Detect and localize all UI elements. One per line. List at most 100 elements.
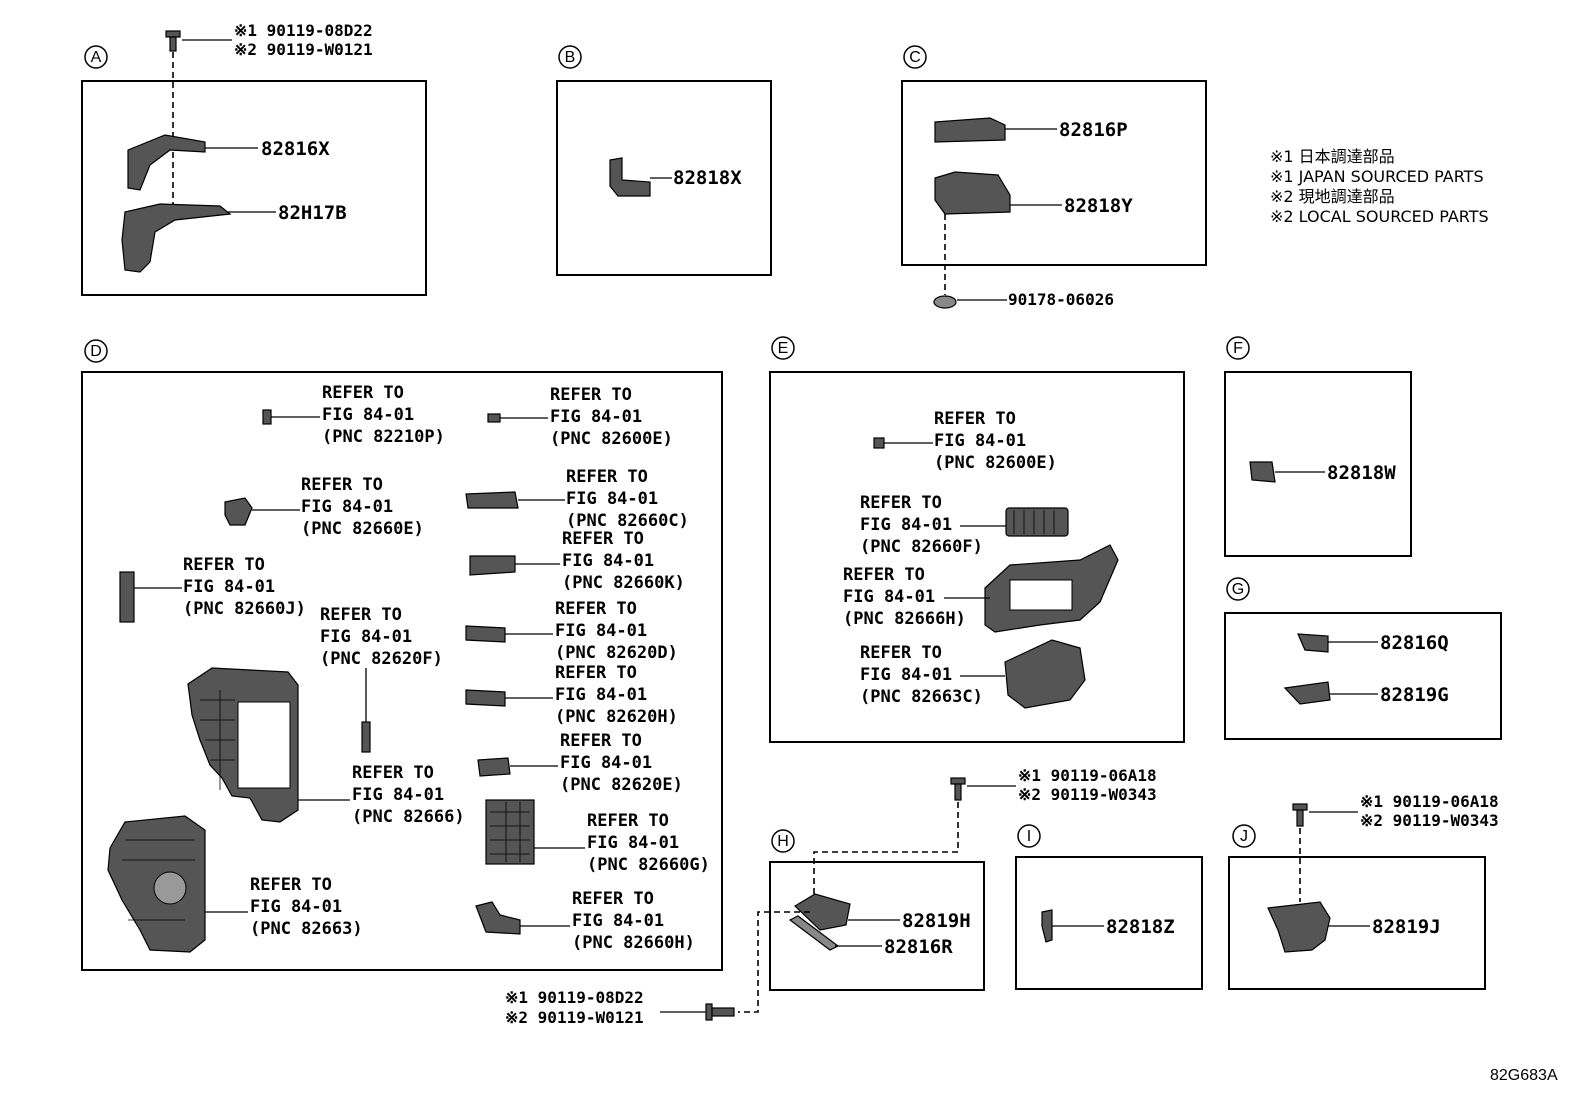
section-a-box [81, 80, 427, 296]
refer-line-1: REFER TO [550, 385, 632, 405]
connector-icon [465, 625, 506, 643]
section-g-marker [1226, 577, 1250, 601]
refer-line-1: REFER TO [934, 409, 1016, 429]
section-f: F 82818W [1224, 336, 1412, 557]
bracket-82819g-icon [1283, 681, 1331, 705]
refer-line-1: REFER TO [320, 605, 402, 625]
section-a-note-2: ※2 90119-W0121 [234, 40, 373, 59]
refer-line-2: FIG 84-01 [562, 551, 654, 571]
refer-line-1: REFER TO [250, 875, 332, 895]
section-f-box [1224, 371, 1412, 557]
section-b-label: B [565, 49, 576, 66]
refer-line-2: FIG 84-01 [250, 897, 342, 917]
bracket-82818w-icon [1249, 461, 1276, 483]
clip-90178-06026-icon [933, 295, 957, 309]
refer-line-1: REFER TO [566, 467, 648, 487]
connector-icon [873, 437, 885, 449]
refer-line-2: FIG 84-01 [860, 515, 952, 535]
part-number: 82818X [673, 167, 742, 189]
refer-line-3: (PNC 82660K) [562, 573, 685, 593]
bracket-82818y-icon [934, 171, 1011, 215]
refer-line-1: REFER TO [860, 493, 942, 513]
fuse-icon [361, 721, 371, 753]
part-number: 82816P [1059, 119, 1128, 141]
refer-line-3: (PNC 82620H) [555, 707, 678, 727]
relay-block-icon [485, 799, 535, 865]
refer-line-1: REFER TO [860, 643, 942, 663]
section-j-marker [1232, 824, 1256, 848]
connector-block-icon [465, 491, 519, 509]
refer-line-1: REFER TO [560, 731, 642, 751]
bolt-icon [705, 1003, 735, 1021]
section-b-box [556, 80, 772, 276]
section-i-label: I [1027, 828, 1031, 845]
section-h-marker [771, 829, 795, 853]
refer-line-3: (PNC 82663) [250, 919, 363, 939]
section-h-bottom-note-2: ※2 90119-W0121 [505, 1008, 644, 1027]
connector-icon [475, 901, 521, 935]
fuse-strip-icon [119, 571, 135, 623]
section-g-box [1224, 612, 1502, 740]
refer-line-2: FIG 84-01 [860, 665, 952, 685]
legend-line-1: ※1 日本調達部品 [1270, 147, 1395, 166]
section-a-label: A [91, 49, 102, 66]
section-i-box [1015, 856, 1203, 990]
section-j-label: J [1240, 828, 1248, 845]
refer-line-3: (PNC 82666H) [843, 609, 966, 629]
refer-line-3: (PNC 82210P) [322, 427, 445, 447]
refer-line-3: (PNC 82620D) [555, 643, 678, 663]
part-number: 82816X [261, 138, 330, 160]
refer-line-1: REFER TO [562, 529, 644, 549]
refer-line-1: REFER TO [555, 663, 637, 683]
bolt-icon [165, 30, 181, 52]
section-b: B 82818X [556, 45, 772, 276]
legend-line-2: ※1 JAPAN SOURCED PARTS [1270, 167, 1484, 186]
section-f-marker [1226, 336, 1250, 360]
section-h-top-note-1: ※1 90119-06A18 [1018, 766, 1157, 785]
refer-line-3: (PNC 82620F) [320, 649, 443, 669]
refer-line-3: (PNC 82600E) [550, 429, 673, 449]
refer-line-2: FIG 84-01 [560, 753, 652, 773]
bracket-82816q-icon [1297, 633, 1329, 653]
refer-line-2: FIG 84-01 [301, 497, 393, 517]
part-number: 82818Y [1064, 195, 1133, 217]
refer-line-2: FIG 84-01 [587, 833, 679, 853]
section-h-label: H [777, 833, 789, 850]
refer-line-2: FIG 84-01 [322, 405, 414, 425]
section-j-note-1: ※1 90119-06A18 [1360, 792, 1499, 811]
part-number: 82818Z [1106, 916, 1175, 938]
refer-line-3: (PNC 82660F) [860, 537, 983, 557]
refer-line-3: (PNC 82660H) [572, 933, 695, 953]
section-j: J ※1 90119-06A18 ※2 90119-W0343 82819J [1228, 792, 1499, 990]
part-number: 90178-06026 [1008, 290, 1114, 309]
connector-icon [487, 413, 501, 423]
section-b-marker [558, 45, 582, 69]
refer-line-1: REFER TO [572, 889, 654, 909]
section-i-marker [1017, 824, 1041, 848]
section-d-box [81, 371, 723, 971]
section-e-label: E [778, 340, 789, 357]
refer-line-2: FIG 84-01 [555, 685, 647, 705]
bracket-82819h-icon [794, 893, 851, 931]
part-number: 82819G [1380, 684, 1449, 706]
section-j-box [1228, 856, 1486, 990]
dashed-guide [813, 802, 959, 896]
section-c-marker [903, 45, 927, 69]
junction-cover-icon [107, 815, 206, 953]
refer-line-3: (PNC 82666) [352, 807, 465, 827]
part-number: 82816Q [1380, 632, 1449, 654]
section-j-note-2: ※2 90119-W0343 [1360, 811, 1499, 830]
refer-line-1: REFER TO [322, 383, 404, 403]
refer-line-3: (PNC 82660E) [301, 519, 424, 539]
connector-icon [465, 689, 506, 707]
dashed-guide [738, 911, 810, 1013]
section-h-box [769, 861, 985, 991]
legend-line-3: ※2 現地調達部品 [1270, 187, 1395, 206]
section-g: G 82816Q 82819G [1224, 577, 1502, 740]
refer-line-2: FIG 84-01 [572, 911, 664, 931]
refer-line-1: REFER TO [183, 555, 265, 575]
section-e-box [769, 371, 1185, 743]
refer-line-3: (PNC 82620E) [560, 775, 683, 795]
section-c-label: C [909, 49, 921, 66]
